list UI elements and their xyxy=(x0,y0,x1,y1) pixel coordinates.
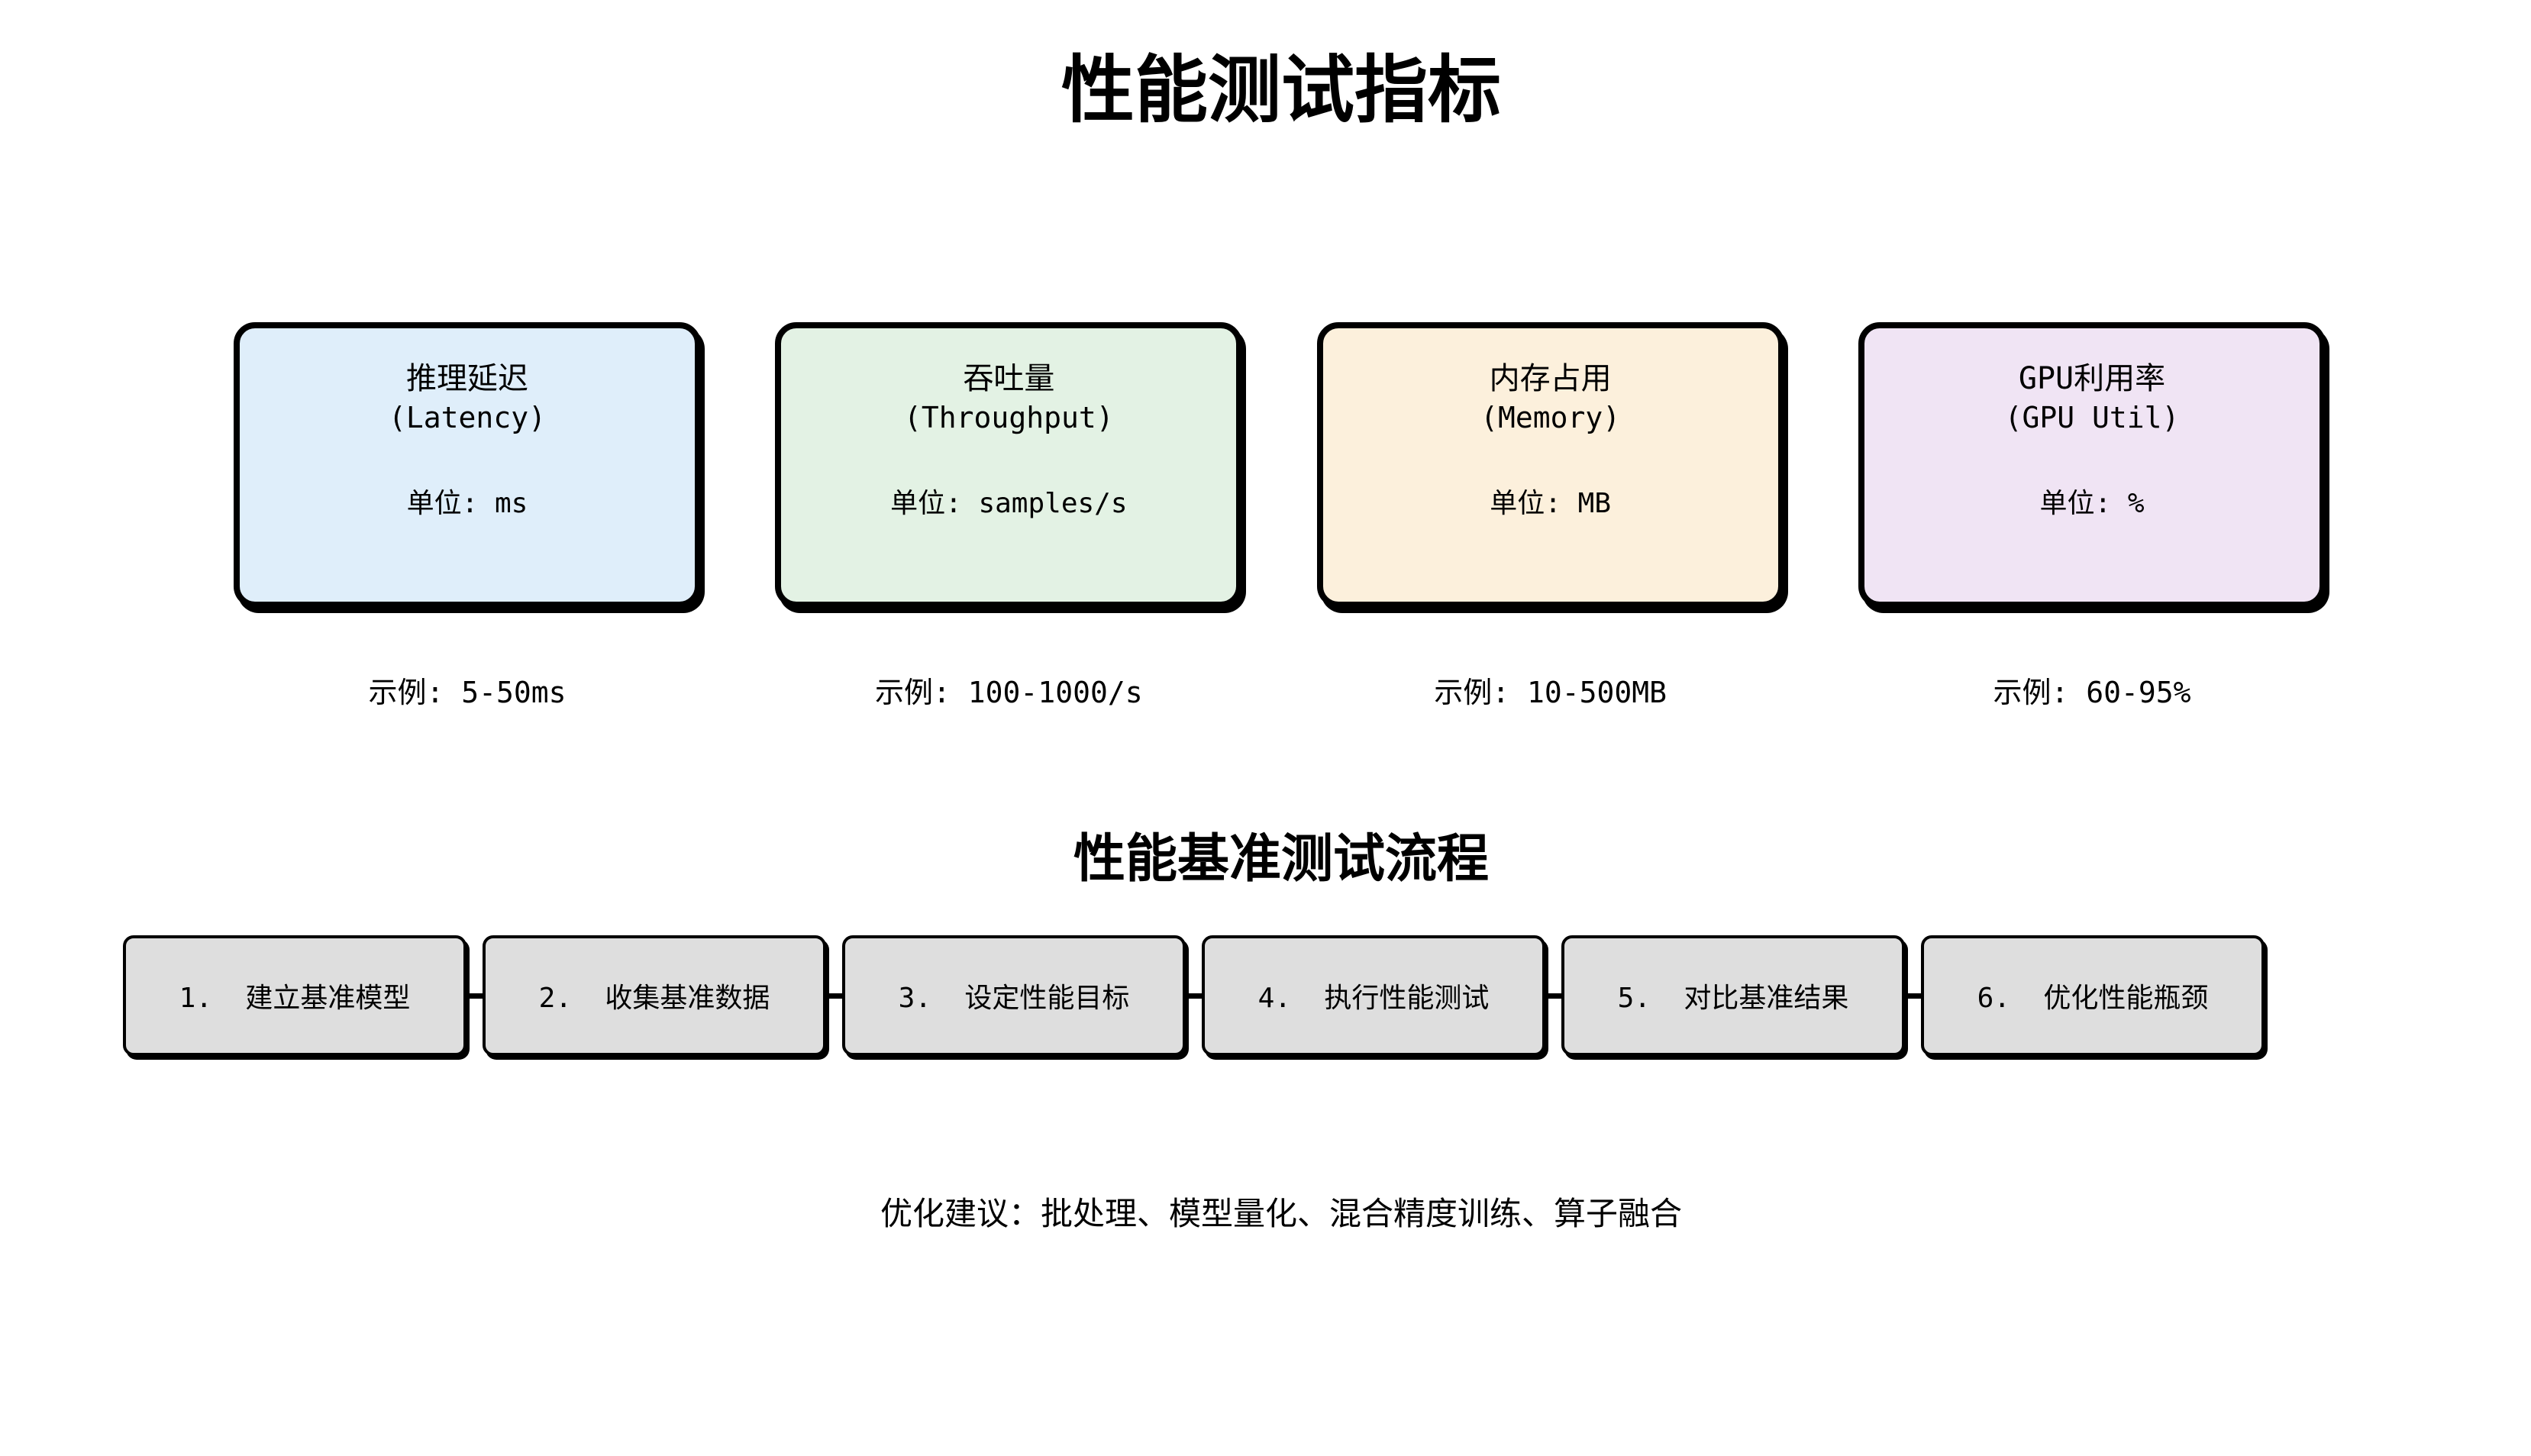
metric-name-en: (GPU Util) xyxy=(2004,401,2180,434)
process-step-2: 2. 收集基准数据 xyxy=(483,935,826,1056)
process-section-title: 性能基准测试流程 xyxy=(1073,829,1489,889)
metric-card-throughput: 吞吐量 (Throughput) 单位: samples/s xyxy=(775,322,1243,608)
flow-connector xyxy=(466,993,483,999)
metric-name-cn: 推理延迟 xyxy=(406,361,528,396)
process-step-6: 6. 优化性能瓶颈 xyxy=(1921,935,2265,1056)
metric-unit: 单位: MB xyxy=(1490,488,1611,519)
metric-name-cn: GPU利用率 xyxy=(2018,361,2166,396)
process-step-4: 4. 执行性能测试 xyxy=(1202,935,1545,1056)
flow-connector xyxy=(1186,993,1202,999)
metric-examples-row: 示例: 5-50ms 示例: 100-1000/s 示例: 10-500MB 示… xyxy=(234,676,2326,709)
metric-name-en: (Memory) xyxy=(1480,401,1621,434)
process-flow-row: 1. 建立基准模型 2. 收集基准数据 3. 设定性能目标 4. 执行性能测试 … xyxy=(123,935,2265,1056)
metric-cards-row: 推理延迟 (Latency) 单位: ms 吞吐量 (Throughput) 单… xyxy=(234,322,2326,608)
metric-name-en: (Latency) xyxy=(389,401,546,434)
process-step-3: 3. 设定性能目标 xyxy=(842,935,1186,1056)
flow-connector xyxy=(1905,993,1921,999)
metric-example-latency: 示例: 5-50ms xyxy=(368,676,567,709)
metric-example-gpu-util: 示例: 60-95% xyxy=(1993,676,2191,709)
flow-connector xyxy=(1545,993,1561,999)
metric-example-memory: 示例: 10-500MB xyxy=(1434,676,1667,709)
metric-name-cn: 吞吐量 xyxy=(963,361,1055,396)
process-step-1: 1. 建立基准模型 xyxy=(123,935,466,1056)
metric-name-en: (Throughput) xyxy=(904,401,1114,434)
metric-unit: 单位: % xyxy=(2039,488,2145,519)
optimization-note: 优化建议：批处理、模型量化、混合精度训练、算子融合 xyxy=(880,1195,1682,1232)
process-step-5: 5. 对比基准结果 xyxy=(1561,935,1905,1056)
metric-unit: 单位: ms xyxy=(406,488,528,519)
flow-connector xyxy=(826,993,842,999)
metric-card-memory: 内存占用 (Memory) 单位: MB xyxy=(1316,322,1784,608)
metric-unit: 单位: samples/s xyxy=(890,488,1128,519)
metric-example-throughput: 示例: 100-1000/s xyxy=(875,676,1143,709)
metric-card-latency: 推理延迟 (Latency) 单位: ms xyxy=(234,322,701,608)
metric-card-gpu-util: GPU利用率 (GPU Util) 单位: % xyxy=(1858,322,2326,608)
page-title: 性能测试指标 xyxy=(1061,47,1501,133)
metric-name-cn: 内存占用 xyxy=(1489,361,1612,396)
